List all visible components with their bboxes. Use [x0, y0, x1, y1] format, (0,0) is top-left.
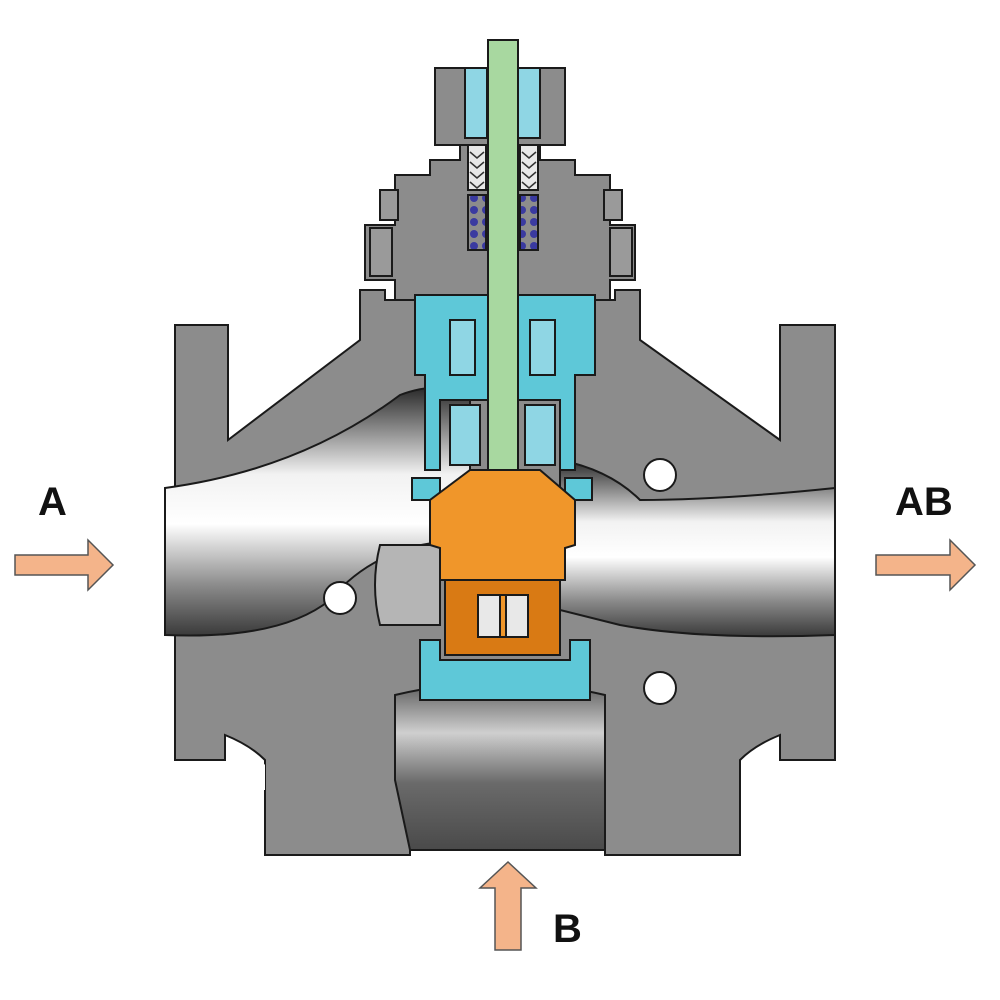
guide-slot-right [529, 319, 556, 376]
bolt-hole-upper-right [643, 458, 677, 492]
flow-passages [164, 386, 836, 851]
guide-slot-left [449, 319, 476, 376]
spring-left [467, 194, 487, 251]
center-chamber [374, 544, 441, 626]
bonnet-nut-left [369, 227, 393, 277]
gland-follower-left [464, 67, 488, 139]
flow-arrows [14, 538, 977, 951]
arrow-right-icon [14, 538, 115, 592]
guide-window-left [449, 404, 481, 466]
packing-gland [464, 67, 541, 251]
plug-head [429, 469, 576, 581]
outlet-ab-passage [559, 458, 836, 638]
valve-stem [487, 39, 519, 511]
gland-follower-right [517, 67, 541, 139]
chevron-marks-left [469, 151, 485, 189]
chevron-marks-right [521, 151, 537, 189]
bolt-holes [323, 458, 677, 705]
lower-seat-ring [419, 639, 591, 701]
inlet-b-passage [394, 681, 606, 851]
guide-window-right [524, 404, 556, 466]
arrow-up-icon [478, 860, 538, 951]
plug-port-divider [499, 594, 507, 638]
left-flange-notch [228, 740, 265, 790]
bolt-hole-left [323, 581, 357, 615]
bonnet-nut-right [609, 227, 633, 277]
valve-plug [429, 469, 576, 656]
port-b-label: B [553, 907, 582, 951]
bonnet-stud-right [603, 189, 623, 221]
bonnet-stud-left [379, 189, 399, 221]
bolt-hole-lower-right [643, 671, 677, 705]
port-a-label: A [38, 480, 67, 524]
port-ab-label: AB [895, 480, 953, 524]
arrow-right-icon [875, 538, 977, 592]
spring-right [519, 194, 539, 251]
